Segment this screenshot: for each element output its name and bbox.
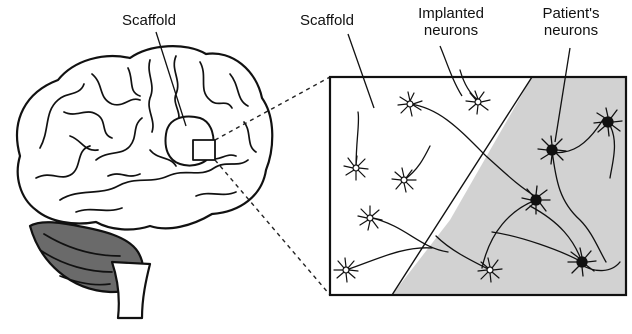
label-patient-line1: Patient's xyxy=(516,5,626,22)
label-patient-line2: neurons xyxy=(516,22,626,39)
label-implanted-neurons: Implanted neurons xyxy=(396,5,506,39)
label-implanted-line2: neurons xyxy=(396,22,506,39)
zoom-region-marker xyxy=(193,140,215,160)
label-scaffold-panel: Scaffold xyxy=(282,12,372,29)
label-patient-neurons: Patient's neurons xyxy=(516,5,626,39)
brain-stem xyxy=(112,262,150,318)
brain-illustration xyxy=(17,46,272,318)
zoom-panel xyxy=(330,70,626,295)
label-scaffold-brain: Scaffold xyxy=(104,12,194,29)
cerebrum xyxy=(17,46,272,229)
label-implanted-line1: Implanted xyxy=(396,5,506,22)
